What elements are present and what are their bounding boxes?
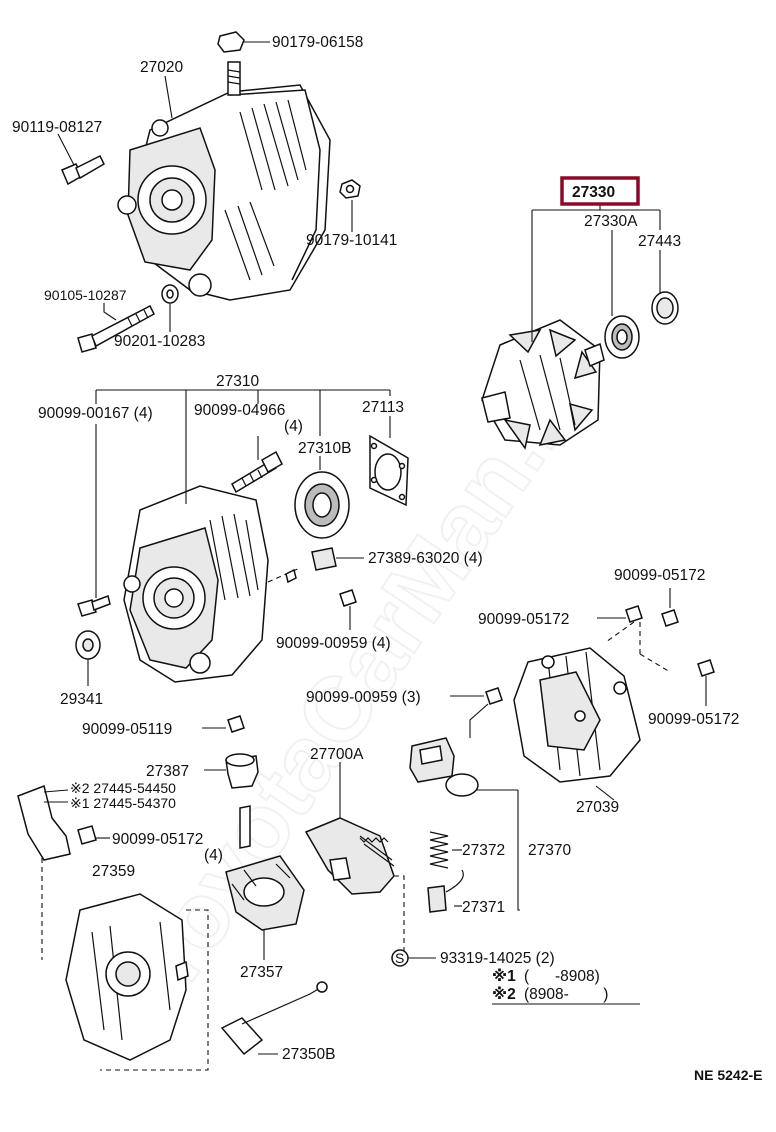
label-90105-10287: 90105-10287: [44, 287, 127, 303]
nut-90099-05119-drawing: [227, 715, 245, 733]
alternator-assembly-drawing: [117, 31, 331, 301]
label-90201-10283: 90201-10283: [114, 333, 205, 350]
label-27350b: 27350B: [282, 1046, 335, 1063]
rear-cover-27039-drawing: [513, 647, 641, 783]
footnote-1-mark: ※1: [492, 967, 516, 985]
svg-text:S: S: [395, 950, 404, 966]
label-93319-14025: 93319-14025 (2): [440, 950, 555, 967]
label-90099-00167: 90099-00167 (4): [38, 405, 153, 422]
condenser-27350b-drawing: [220, 981, 328, 1056]
label-27389-63020: 27389-63020 (4): [368, 550, 483, 567]
footnote-2-text: (8908- ): [524, 986, 608, 1003]
label-27370: 27370: [528, 842, 571, 859]
label-27445-54450: ※2 27445-54450: [70, 780, 176, 796]
label-29341: 29341: [60, 691, 103, 708]
rectifier-end-frame-drawing: [65, 893, 189, 1061]
bearing-27310b-drawing: [294, 471, 350, 539]
insulator-27387-drawing: [225, 753, 259, 789]
spring-27372-drawing: [429, 831, 449, 869]
label-27113: 27113: [362, 399, 404, 416]
bolt-90119-08127-drawing: [61, 154, 105, 186]
label-27310b: 27310B: [298, 440, 351, 457]
washer-90201-10283-drawing: [161, 284, 179, 304]
label-90099-05172-left: 90099-05172: [112, 831, 203, 848]
drive-end-frame-drawing: [123, 485, 301, 683]
label-27443: 27443: [638, 233, 681, 250]
label-90099-05172-left-qty: (4): [204, 847, 223, 864]
clip-27389-drawing: [311, 547, 337, 571]
label-27310: 27310: [216, 373, 259, 390]
label-27387: 27387: [146, 763, 189, 780]
label-27371: 27371: [462, 899, 505, 916]
label-90099-05119: 90099-05119: [82, 721, 172, 738]
insulator-27445-drawing: [17, 784, 71, 861]
label-90099-00959-4: 90099-00959 (4): [276, 635, 391, 652]
screw-90099-00959-3-drawing: [485, 687, 503, 705]
label-90099-04966: 90099-04966: [194, 402, 285, 419]
retainer-27113-drawing: [369, 434, 409, 507]
cover-27443-drawing: [651, 291, 679, 325]
brush-27371-drawing: [427, 869, 464, 913]
label-90099-05172-right: 90099-05172: [648, 711, 739, 728]
regulator-27700a-drawing: [304, 817, 395, 895]
label-90179-10141: 90179-10141: [306, 232, 397, 249]
rotor-assembly-drawing: [481, 319, 605, 450]
label-27039: 27039: [576, 799, 619, 816]
label-27700a: 27700A: [310, 746, 364, 763]
nut-90179-10141-drawing: [339, 179, 361, 199]
figure-code: NE 5242-E: [694, 1067, 762, 1083]
label-27359: 27359: [92, 863, 135, 880]
footnote-1-text: ( -8908): [524, 968, 600, 985]
rectifier-27357-drawing: [225, 805, 305, 931]
label-90099-05172-top: 90099-05172: [614, 567, 705, 584]
label-90099-00959-3: 90099-00959 (3): [306, 689, 421, 706]
label-27372: 27372: [462, 842, 505, 859]
bolt-90099-00167-drawing: [77, 595, 111, 617]
washer-93319-14025-drawing: S: [391, 949, 409, 967]
brush-holder-drawing: [409, 737, 479, 797]
label-27330a: 27330A: [584, 213, 638, 230]
label-27357: 27357: [240, 964, 283, 981]
bearing-27330a-drawing: [604, 315, 640, 359]
nut-90099-05172-4-drawing: [77, 825, 97, 845]
bolt-90105-10287-drawing: [77, 304, 155, 353]
washer-29341-drawing: [75, 630, 101, 660]
label-27330: 27330: [572, 184, 615, 201]
label-27445-54370: ※1 27445-54370: [70, 795, 176, 811]
label-90119-08127: 90119-08127: [12, 119, 102, 136]
label-90179-06158: 90179-06158: [272, 34, 363, 51]
stud-90099-04966-drawing: [231, 450, 283, 494]
label-27020: 27020: [140, 59, 183, 76]
footnote-2-mark: ※2: [492, 985, 516, 1003]
label-90099-05172-mid: 90099-05172: [478, 611, 569, 628]
nut-90099-05172-drawing: [625, 605, 715, 677]
highlight-box-27330: [560, 176, 640, 206]
screw-90099-00959-drawing: [285, 568, 357, 607]
label-90099-04966-qty: (4): [284, 418, 303, 435]
